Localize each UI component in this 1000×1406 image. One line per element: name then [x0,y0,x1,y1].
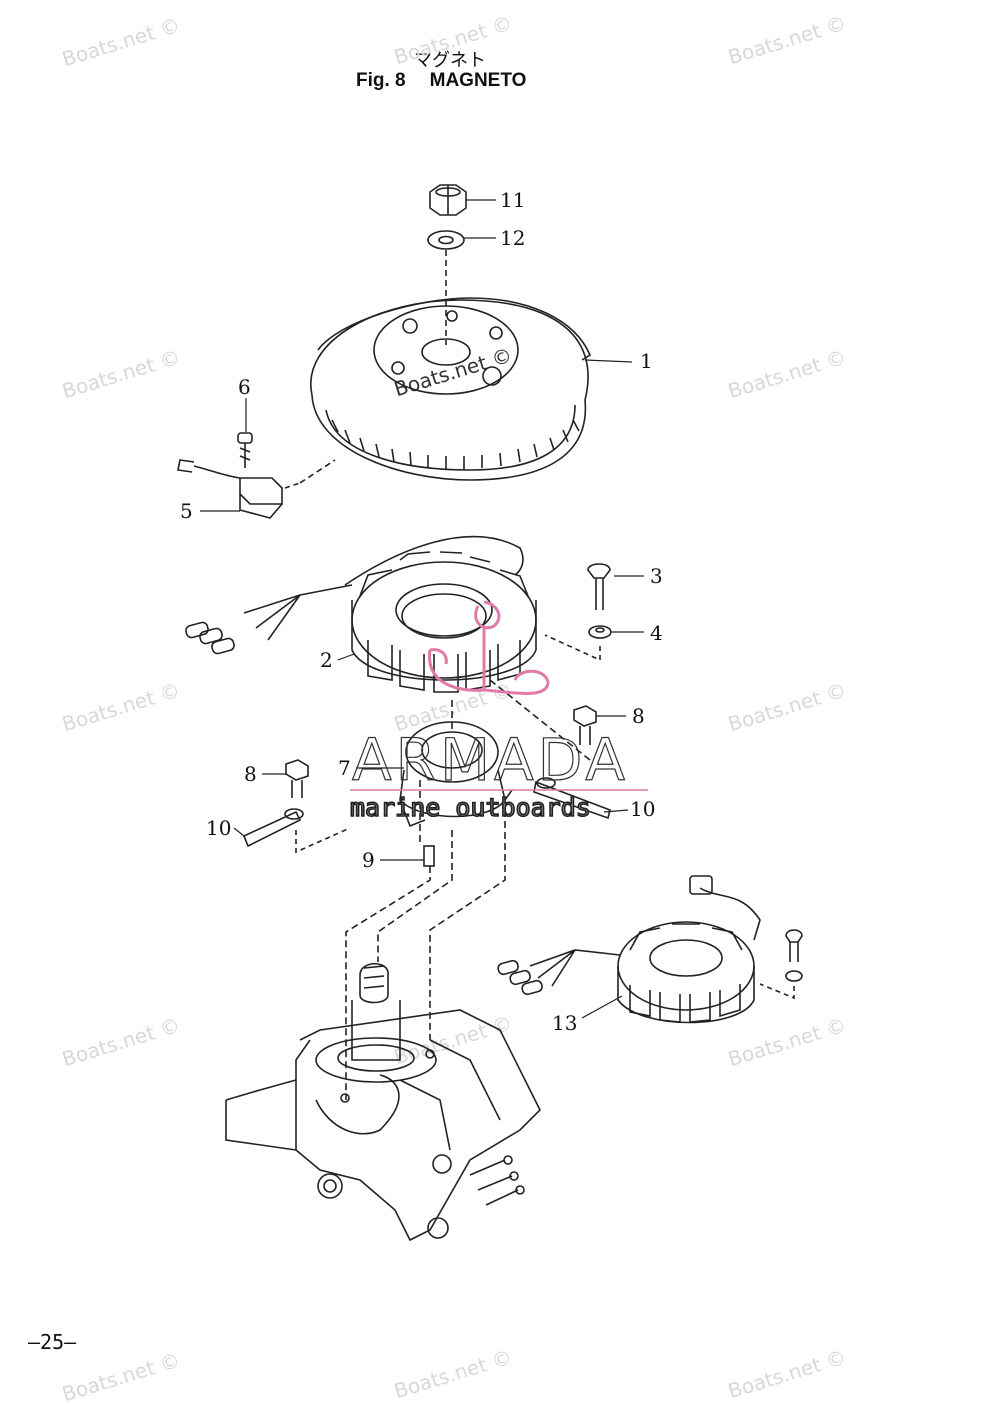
callout-13: 13 [552,1011,577,1035]
stator-part-2 [185,535,537,693]
ground-lead-part-10-right [533,777,611,820]
page-number: –25– [28,1330,77,1354]
figure-name: MAGNETO [429,70,527,91]
washer-part-12 [427,230,465,250]
anchor-icon [428,600,550,695]
assembly-guide-lines [345,679,591,1100]
callout-5: 5 [180,499,193,523]
stator-base-part-7 [399,721,513,828]
stator-part-13 [497,875,803,1024]
callout-3: 3 [650,564,663,588]
collar-part-4 [544,625,612,662]
nut-part-11 [429,184,467,216]
figure-number: Fig. 8 [356,70,406,91]
callout-7: 7 [338,756,351,780]
callout-4: 4 [650,621,663,645]
leader-lines [200,199,644,1019]
ground-lead-part-10-left [242,808,351,854]
callout-11: 11 [500,188,525,212]
callout-8-left: 8 [244,762,257,786]
armada-watermark-logo: ARMADA marine outboards [349,600,648,823]
bolt-part-8-left [285,759,309,798]
callout-8-right: 8 [632,704,645,728]
callout-2: 2 [320,648,333,672]
callout-1: 1 [640,349,653,373]
callout-10-right: 10 [630,797,655,821]
pulser-coil-part-5 [177,459,336,519]
screw-part-3 [587,563,611,610]
callout-9: 9 [362,848,375,872]
figure-title: Fig. 8 MAGNETO [356,70,526,92]
brand-tagline: marine outboards [350,793,591,822]
flywheel-part-1 [310,297,592,481]
bolt-part-8-right [573,705,597,745]
pin-part-9 [423,845,435,867]
callout-10-left: 10 [206,816,231,840]
brand-name: ARMADA [352,726,629,794]
screw-part-6 [237,432,253,468]
title-japanese: マグネト [414,50,486,71]
callout-12: 12 [500,226,525,250]
callout-6: 6 [238,375,251,399]
crankcase-powerhead [225,962,541,1242]
